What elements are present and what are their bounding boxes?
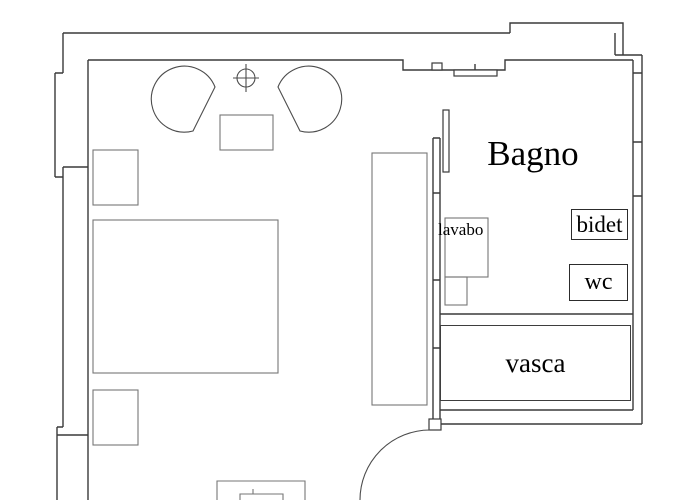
fixture-symbols [150, 64, 431, 500]
bathtub-box: vasca [440, 325, 631, 401]
wall-lamp-left-icon [150, 65, 216, 133]
wall-lamp-right-icon [277, 65, 343, 133]
bench-table [219, 114, 274, 151]
door-jamb-top [431, 62, 443, 71]
door-jamb-bottom [428, 418, 442, 431]
fixture-label-vasca: vasca [505, 347, 566, 378]
nightstand-bottom [92, 389, 139, 446]
ceiling-light-icon [233, 64, 259, 92]
furniture [92, 114, 489, 500]
fixture-label-wc: wc [584, 269, 613, 295]
walls [54, 22, 643, 500]
wall-bathroom-bottom [434, 409, 642, 425]
wc-box: wc [569, 264, 628, 301]
nightstand-top [92, 149, 139, 206]
bidet-box: bidet [571, 209, 628, 240]
bed [92, 219, 279, 374]
threshold-shelf [453, 69, 498, 77]
wardrobe [371, 152, 428, 406]
fixture-label-bidet: bidet [576, 211, 623, 237]
door-swing-icon [359, 429, 431, 500]
sink-basin [444, 276, 468, 306]
fixture-label-lavabo: lavabo [438, 220, 484, 239]
wall-top-inner [88, 59, 633, 71]
dresser [216, 480, 306, 500]
wall-right [632, 55, 643, 424]
room-label-bagno: Bagno [487, 134, 579, 173]
wall-left [54, 33, 89, 500]
wall-top-outer [63, 22, 642, 56]
wall-partition [432, 137, 441, 419]
door-leaf [442, 109, 450, 173]
